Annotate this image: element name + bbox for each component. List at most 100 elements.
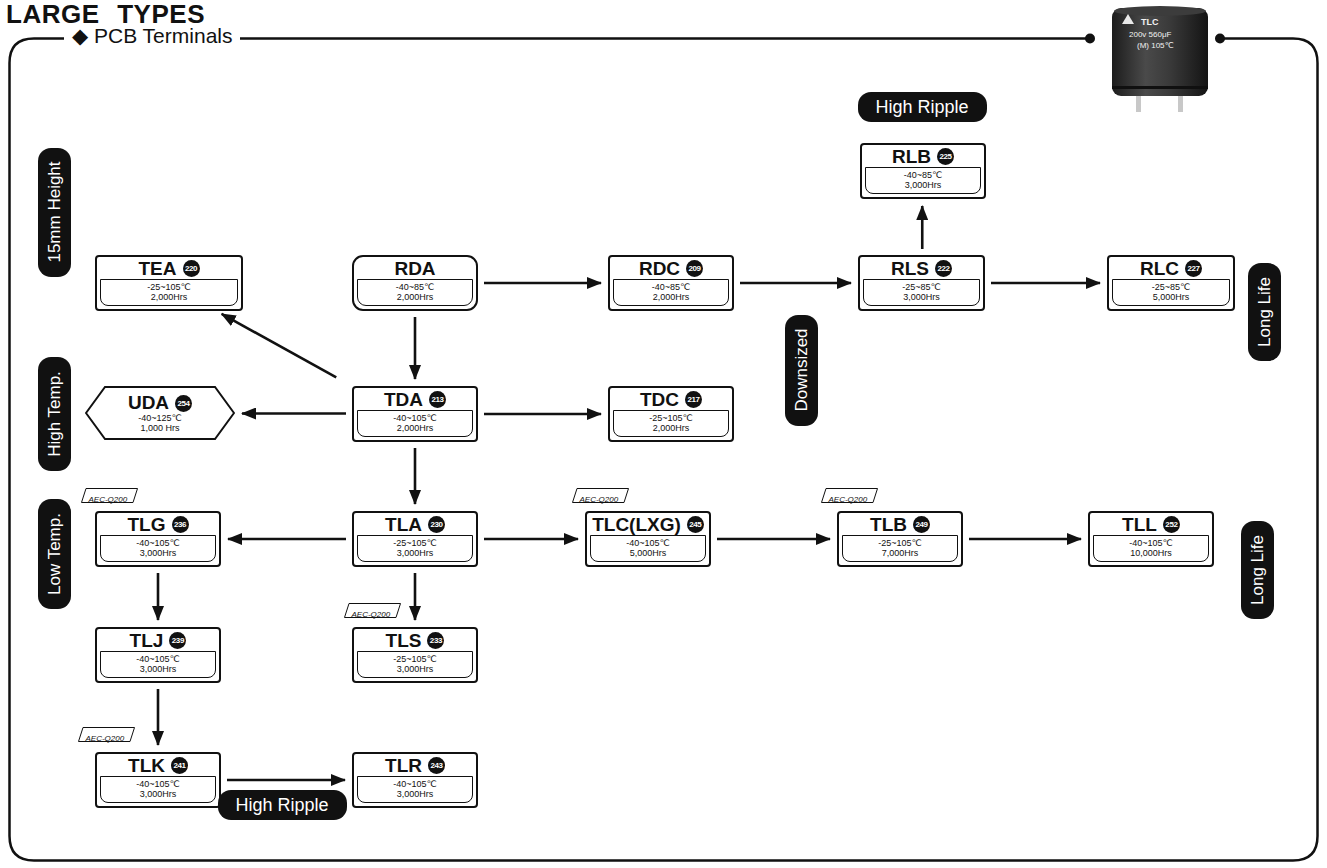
series-header: RLC227: [1112, 258, 1230, 279]
spec-line: 3,000Hrs: [107, 548, 209, 558]
connector-arrow: [991, 282, 1100, 285]
spec-line: 2,000Hrs: [620, 292, 722, 302]
series-name: TLC(LXG): [592, 515, 681, 535]
series-box: TLK241-40~105℃3,000Hrs: [95, 752, 221, 808]
qualification-tag: AEC-Q200: [821, 488, 878, 503]
spec-line: -40~105℃: [597, 538, 699, 548]
category-band: Low Temp.: [38, 499, 71, 609]
spec-line: -25~105℃: [364, 654, 466, 664]
series-header: TLB249: [842, 514, 958, 535]
page-number: 254: [175, 395, 192, 412]
spec-box: -25~105℃3,000Hrs: [357, 651, 473, 678]
series-name: TLA: [385, 515, 422, 535]
category-band: Downsized: [785, 315, 818, 426]
series-box: TEA220-25~105℃2,000Hrs: [95, 255, 243, 311]
page-number: 213: [429, 391, 446, 408]
frame-dot: [1085, 34, 1095, 44]
spec-line: -25~105℃: [364, 538, 466, 548]
spec-line: -40~105℃: [364, 779, 466, 789]
capacitor-sleeve-edge: [1112, 86, 1208, 89]
spec-line: 3,000Hrs: [107, 789, 209, 799]
connector-arrow: [157, 689, 160, 745]
series-name: RLS: [891, 259, 929, 279]
qualification-label: AEC-Q200: [580, 492, 619, 507]
series-name: TLR: [385, 756, 422, 776]
page-number: 249: [913, 516, 930, 533]
spec-line: 3,000Hrs: [364, 664, 466, 674]
spec-line: 5,000Hrs: [1119, 292, 1223, 302]
spec-line: 2,000Hrs: [107, 292, 231, 302]
series-header: UDA254: [128, 393, 192, 413]
spec-line: -40~125℃: [138, 413, 181, 423]
panel-frame: ◆ PCB TerminalsHigh RippleRLB225-40~85℃3…: [8, 37, 1319, 862]
qualification-label: AEC-Q200: [829, 492, 868, 507]
category-label: 15mm Height: [46, 161, 63, 262]
spec-line: -40~105℃: [107, 779, 209, 789]
page-number: 243: [428, 757, 445, 774]
series-box: TLR243-40~105℃3,000Hrs: [352, 752, 478, 808]
category-band: High Ripple: [218, 790, 347, 820]
spec-line: -40~105℃: [107, 538, 209, 548]
connector-arrow: [228, 538, 346, 541]
spec-box: -40~105℃2,000Hrs: [357, 410, 473, 437]
series-name: TLL: [1122, 515, 1157, 535]
spec-line: -25~85℃: [870, 282, 973, 292]
spec-line: -25~105℃: [620, 413, 722, 423]
spec-line: -25~105℃: [849, 538, 951, 548]
page-number: 225: [937, 148, 954, 165]
qualification-tag: AEC-Q200: [78, 727, 135, 742]
spec-box: -25~105℃3,000Hrs: [357, 535, 473, 562]
connector-arrow: [414, 573, 417, 620]
spec-line: -40~105℃: [107, 654, 209, 664]
capacitor-photo: [1108, 2, 1212, 114]
connector-arrow: [484, 282, 601, 285]
spec-box: -25~105℃2,000Hrs: [613, 410, 729, 437]
spec-box: -25~85℃5,000Hrs: [1112, 279, 1230, 306]
connector-arrow: [969, 538, 1081, 541]
page-number: 209: [686, 260, 703, 277]
series-box: RLC227-25~85℃5,000Hrs: [1107, 255, 1235, 311]
page-number: 252: [1163, 516, 1180, 533]
series-header: TLL 252: [1093, 514, 1209, 535]
series-box: RDA-40~85℃2,000Hrs: [352, 255, 478, 311]
page-number: 217: [685, 391, 702, 408]
connector-arrow: [242, 412, 346, 415]
spec-box: -40~105℃5,000Hrs: [590, 535, 706, 562]
page-number: 241: [171, 757, 188, 774]
series-name: TLJ: [130, 631, 164, 651]
connector-arrow: [921, 206, 924, 249]
spec-line: 1,000 Hrs: [140, 423, 179, 433]
series-name: TLS: [386, 631, 422, 651]
spec-box: -40~105℃3,000Hrs: [100, 535, 216, 562]
frame-dot: [1215, 34, 1225, 44]
spec-line: 3,000Hrs: [107, 664, 209, 674]
category-label: Low Temp.: [46, 513, 63, 595]
series-header: TLC(LXG)245: [590, 514, 706, 535]
capacitor-body: [1112, 8, 1208, 96]
spec-line: 3,000Hrs: [364, 548, 466, 558]
spec-box: -25~105℃2,000Hrs: [100, 279, 238, 306]
qualification-label: AEC-Q200: [89, 492, 128, 507]
qualification-tag: AEC-Q200: [81, 488, 138, 503]
series-header: RDC209: [613, 258, 729, 279]
series-hexagon: UDA254-40~125℃1,000 Hrs: [85, 386, 235, 440]
capacitor-logo: [1122, 14, 1134, 24]
frame-outline: [8, 37, 1319, 862]
spec-box: -25~85℃3,000Hrs: [863, 279, 980, 306]
qualification-label: AEC-Q200: [352, 607, 391, 622]
series-box: TLS233-25~105℃3,000Hrs: [352, 627, 478, 683]
page-number: 220: [183, 260, 200, 277]
series-header: TDC217: [613, 389, 729, 410]
hexagon-shape: [86, 387, 234, 439]
spec-line: 3,000Hrs: [870, 292, 973, 302]
series-box: TLJ239-40~105℃3,000Hrs: [95, 627, 221, 683]
spec-line: -40~105℃: [364, 413, 466, 423]
spec-line: 2,000Hrs: [364, 423, 466, 433]
page-number: 230: [428, 516, 445, 533]
spec-line: 10,000Hrs: [1100, 548, 1202, 558]
series-name: RLB: [892, 147, 931, 167]
spec-line: -25~105℃: [107, 282, 231, 292]
qualification-tag: AEC-Q200: [572, 488, 629, 503]
series-header: RDA: [357, 258, 473, 279]
series-box: TDA213-40~105℃2,000Hrs: [352, 386, 478, 442]
